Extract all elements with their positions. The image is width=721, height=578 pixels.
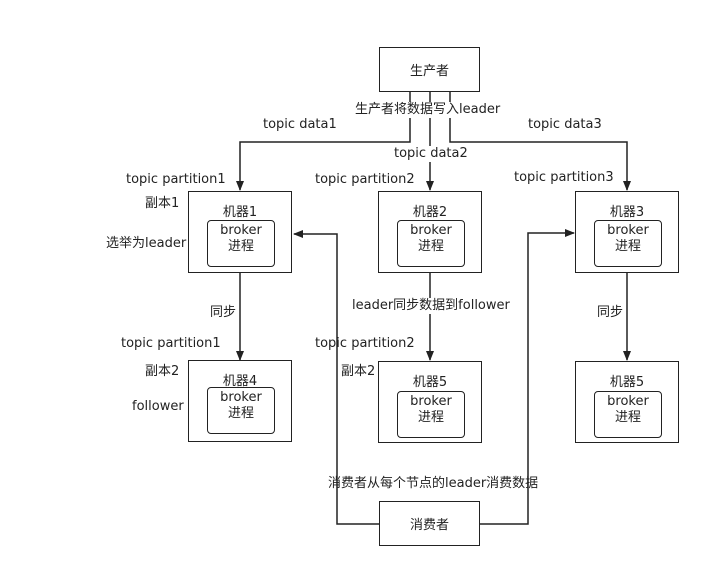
topic-data1-label: topic data1 [263,117,337,132]
broker-process-3: broker 进程 [594,220,662,267]
partition-label-top-2: topic partition2 [315,172,415,187]
process-label: 进程 [417,239,444,254]
broker-process-5: broker 进程 [397,391,465,438]
process-label: 进程 [227,239,254,254]
partition-label-top-3: topic partition3 [514,170,614,185]
machine-5b: 机器5 broker 进程 [575,361,679,443]
replica-1-label: 副本1 [145,196,180,211]
partition-label-bottom-2: topic partition2 [315,336,415,351]
machine-2: 机器2 broker 进程 [378,191,482,273]
sync-right-label: 同步 [597,305,624,320]
machine-3: 机器3 broker 进程 [575,191,679,273]
machine-5: 机器5 broker 进程 [378,361,482,443]
process-label: 进程 [227,406,254,421]
broker-label: broker [607,394,649,409]
producer-write-note: 生产者将数据写入leader [355,102,501,118]
process-label: 进程 [417,410,444,425]
arrow-consumer-to-machine1 [293,230,380,525]
process-label: 进程 [614,239,641,254]
broker-label: broker [220,223,262,238]
broker-process-4: broker 进程 [207,387,275,434]
machine-5b-title: 机器5 [609,375,645,390]
broker-label: broker [220,390,262,405]
producer-node: 生产者 [379,47,480,92]
partition-label-top-1: topic partition1 [126,172,226,187]
replica-2-label-middle: 副本2 [341,364,376,379]
arrow-consumer-to-machine3 [480,229,575,525]
machine-1: 机器1 broker 进程 [188,191,292,273]
follower-label: follower [132,399,184,414]
consumer-label: 消费者 [409,518,449,533]
broker-label: broker [607,223,649,238]
broker-process-1: broker 进程 [207,220,275,267]
machine-4: 机器4 broker 进程 [188,360,292,442]
replica-2-label-left: 副本2 [145,364,180,379]
elect-leader-label: 选举为leader [106,236,187,251]
machine-4-title: 机器4 [222,374,258,389]
process-label: 进程 [614,410,641,425]
partition-label-bottom-1: topic partition1 [121,336,221,351]
machine-5-title: 机器5 [412,375,448,390]
topic-data3-label: topic data3 [528,117,602,132]
sync-left-label: 同步 [210,305,237,320]
machine-2-title: 机器2 [412,205,448,220]
broker-label: broker [410,394,452,409]
consumer-node: 消费者 [379,501,480,546]
producer-label: 生产者 [409,64,449,79]
broker-process-5b: broker 进程 [594,391,662,438]
consumer-consume-note: 消费者从每个节点的leader消费数据 [328,476,539,491]
broker-process-2: broker 进程 [397,220,465,267]
machine-3-title: 机器3 [609,205,645,220]
topic-data2-label: topic data2 [394,146,468,162]
broker-label: broker [410,223,452,238]
sync-middle-label: leader同步数据到follower [352,298,510,314]
machine-1-title: 机器1 [222,205,258,220]
